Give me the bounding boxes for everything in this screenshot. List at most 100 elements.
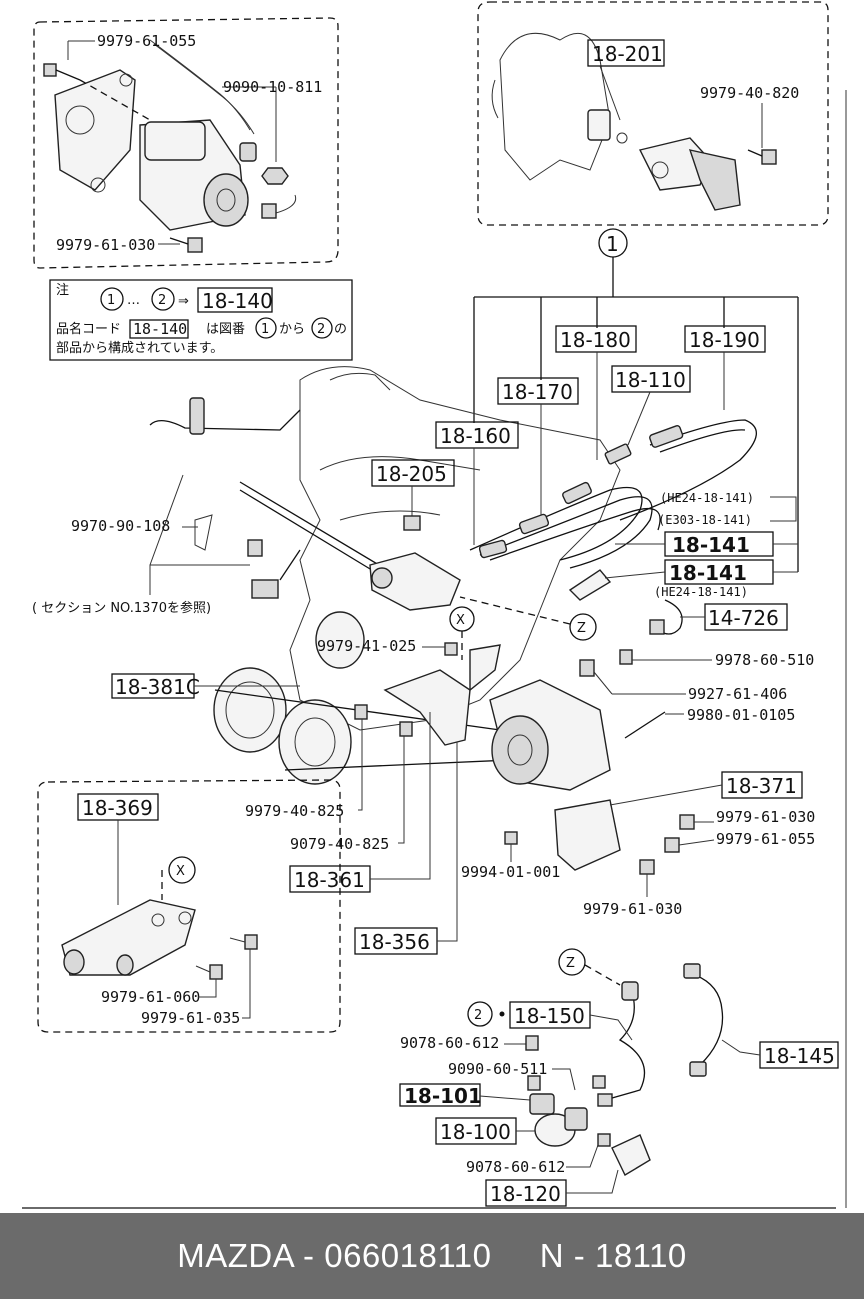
ref-18-190: 18-190 [689,328,760,352]
bolt-9979-61-055-icon [43,63,81,81]
starter-motor-drawing [54,39,297,231]
ref-18-180: 18-180 [560,328,631,352]
note-seq-end: 2 [158,293,166,308]
ref-18-150: 18-150 [514,1004,585,1028]
label-9078-60-612-b: 9078-60-612 [466,1158,565,1176]
dot-separator [499,1011,505,1017]
footer-part-no: 066018110 [324,1237,492,1274]
note-ref: 18-140 [202,289,273,313]
label-9979-61-060: 9979-61-060 [101,988,200,1006]
callout-x-main: X [449,606,475,660]
label-9979-61-055: 9979-61-055 [716,830,815,848]
bolt-9079-40-825-icon [399,721,413,737]
distributor-drawing [638,137,741,211]
footer-brand: MAZDA [177,1237,294,1274]
callout-1-label: 1 [606,232,619,256]
bolt-9979-61-030-icon [169,237,203,253]
label-9978-60-510: 9978-60-510 [715,651,814,669]
bolt-9979-40-820-icon [747,149,777,165]
bolt-9979-61-030-b-icon [639,859,655,875]
ref-18-100: 18-100 [440,1120,511,1144]
label-9994-01-001: 9994-01-001 [461,863,560,881]
ref-18-356: 18-356 [359,930,430,954]
label-9979-40-820: 9979-40-820 [700,84,799,102]
ref-18-369: 18-369 [82,796,153,820]
ref-18-141-a: 18-141 [672,533,750,557]
note-ellipsis: … [127,293,140,308]
label-9979-40-825: 9979-40-825 [245,802,344,820]
bolt-9979-41-025-icon [444,642,458,656]
ref-18-381c: 18-381C [115,675,200,699]
callout-z-main: Z [459,596,597,641]
note-line2-to: 2 [317,322,325,337]
callout-1: 1 [473,228,799,572]
label-9090-60-511: 9090-60-511 [448,1060,547,1078]
callout-z-bottom-label: Z [566,956,575,971]
alternator-drawing [489,679,611,791]
callout-x-inset-label: X [176,864,185,879]
pulleys-drawing [213,611,511,785]
ref-18-120: 18-120 [490,1182,561,1206]
bolt-9978-60-510-icon [619,649,633,665]
clip-9927-61-406-icon [579,659,595,677]
bolt-9979-40-825-icon [354,704,368,720]
spark-plug-18-110-drawing [604,443,632,465]
label-9979-41-025: 9979-41-025 [317,637,416,655]
starter-motor-inset: 9979-61-055 9090-10-811 9979-61-030 [33,17,339,269]
bracket-18-371-drawing [554,799,621,871]
note-heading: 注 [56,283,69,298]
note-line2-mid: は図番 [206,322,245,337]
ref-18-101: 18-101 [404,1084,482,1108]
footer-ref-no: 18110 [594,1237,687,1274]
footer-ref-prefix: N [539,1237,565,1274]
distributor-inset: 18-201 9979-40-820 [477,1,829,226]
ref-he24-a: (HE24-18-141) [660,491,754,505]
footer-gap [491,1237,539,1274]
label-9979-61-030: 9979-61-030 [56,236,155,254]
sensor-group: Z 2 18-150 18-145 9078-60-612 9090-60-51… [399,948,839,1207]
label-9927-61-406: 9927-61-406 [688,685,787,703]
ref-18-361: 18-361 [294,868,365,892]
nut-9090-10-811-icon [261,167,289,185]
note-line2-from: 1 [261,322,269,337]
ref-18-170: 18-170 [502,380,573,404]
note-arrow: ⇒ [178,294,189,309]
label-9980-01-0105: 9980-01-0105 [687,706,795,724]
ref-he24-b: (HE24-18-141) [654,585,748,599]
label-9090-10-811: 9090-10-811 [223,78,322,96]
footer-bar: MAZDA - 066018110 N - 18110 [0,1213,864,1299]
label-9979-61-030-b: 9979-61-030 [583,900,682,918]
nut-9994-01-001-icon [504,831,518,845]
bolt-9979-61-055-icon [664,837,680,853]
ref-14-726: 14-726 [708,606,779,630]
footer-sep2: - [564,1237,595,1274]
label-9979-61-055: 9979-61-055 [97,32,196,50]
engine-drawing [149,366,757,875]
note-line2-no: の [334,322,347,337]
label-9979-61-035: 9979-61-035 [141,1009,240,1027]
bolt-9979-61-030-a-icon [679,814,695,830]
main-ref-boxes: 18-180 18-190 18-110 18-170 18-160 18-20… [111,325,803,955]
ref-18-371: 18-371 [726,774,797,798]
bracket-drawing [383,644,501,746]
ref-e303: (E303-18-141) [658,513,752,527]
note-line2-kara: から [279,322,305,337]
note-line2-ref: 18-140 [133,320,187,338]
footer-caption: MAZDA - 066018110 N - 18110 [177,1237,687,1275]
footer-sep1: - [293,1237,325,1274]
ref-18-201: 18-201 [592,42,663,66]
section-note: ( セクション NO.1370を参照) [32,600,211,616]
ref-18-145: 18-145 [764,1044,835,1068]
ref-18-141-b: 18-141 [669,561,747,585]
ref-18-160: 18-160 [440,424,511,448]
note-seq-start: 1 [107,293,115,308]
label-9979-61-030-a: 9979-61-030 [716,808,815,826]
callout-z-label: Z [577,621,586,636]
bolt-9980-01-0105-icon [624,711,666,739]
label-9970-90-108: 9970-90-108 [71,517,170,535]
parts-diagram: 9979-61-055 9090-10-811 9979-61-030 18-2… [22,1,847,1209]
bracket-18-369-inset: 18-369 X 9979-61-060 9979-61-035 [37,779,341,1033]
highlight-18-110 [611,365,691,393]
label-9078-60-612-a: 9078-60-612 [400,1034,499,1052]
note-line2-prefix: 品名コード [56,321,121,337]
